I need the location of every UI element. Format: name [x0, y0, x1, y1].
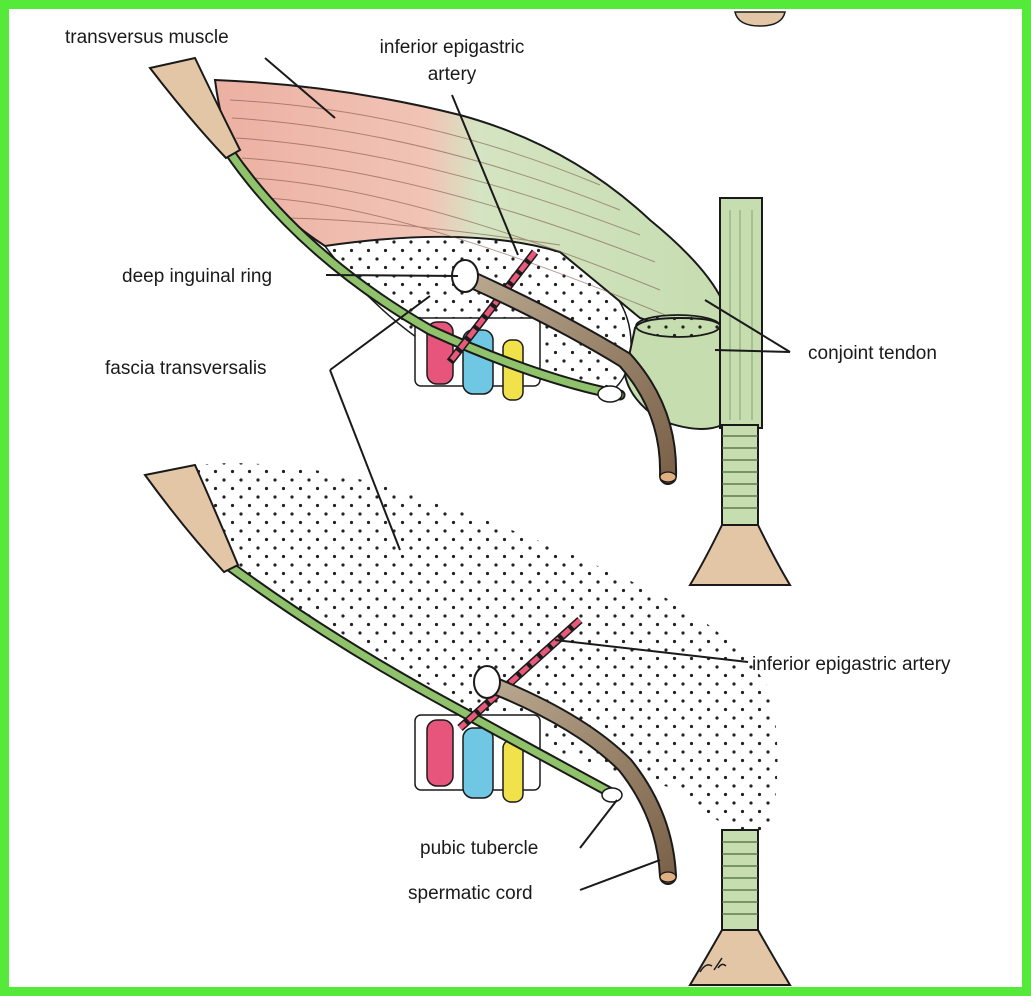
- label-inferior-epigastric-bottom: inferior epigastric artery: [752, 654, 951, 675]
- top-bone-remnant: [735, 12, 785, 26]
- vessels-bundle-bottom: [415, 715, 540, 802]
- bottom-panel: [145, 463, 790, 985]
- pubic-bone-bottom: [690, 930, 790, 985]
- label-transversus-muscle: transversus muscle: [65, 27, 229, 48]
- bottom-ribbed-stalk: [722, 830, 758, 930]
- deep-ring-opening-bottom: [474, 666, 500, 698]
- label-pubic-tubercle: pubic tubercle: [420, 838, 538, 859]
- label-conjoint-tendon: conjoint tendon: [808, 343, 937, 364]
- pubic-bone-top: [690, 525, 790, 585]
- label-inferior-epigastric-top-line2: artery: [428, 64, 477, 85]
- label-fascia-transversalis: fascia transversalis: [105, 358, 267, 379]
- conjoint-tendon-top: [636, 315, 720, 337]
- label-deep-inguinal-ring: deep inguinal ring: [122, 266, 272, 287]
- label-inferior-epigastric-top-line1: inferior epigastric: [380, 37, 525, 58]
- label-spermatic-cord: spermatic cord: [408, 883, 533, 904]
- top-ribbed-stalk: [722, 425, 758, 525]
